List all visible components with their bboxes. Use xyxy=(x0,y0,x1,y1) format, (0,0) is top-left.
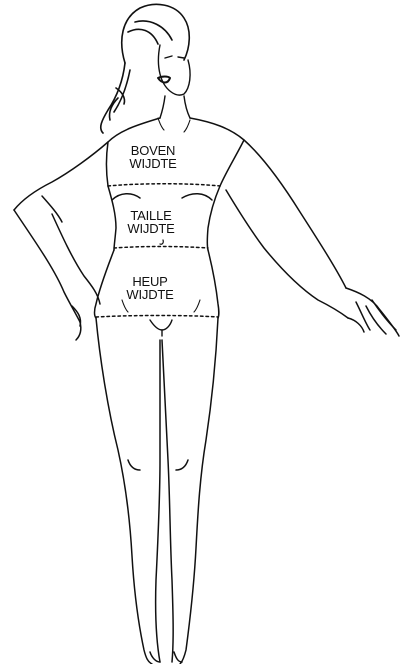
hair-outline xyxy=(101,4,190,133)
hip-label-line2: WIJDTE xyxy=(115,288,185,301)
neck xyxy=(160,96,190,118)
bust-label-line2: WIJDTE xyxy=(118,157,188,170)
hip-label: HEUP WIJDTE xyxy=(115,275,185,301)
waist-label: TAILLE WIJDTE xyxy=(116,209,186,235)
arms xyxy=(14,118,399,340)
hip-measurement-line xyxy=(96,316,218,318)
bust-measurement-line xyxy=(108,184,220,186)
bust-label: BOVEN WIJDTE xyxy=(118,144,188,170)
waist-label-line2: WIJDTE xyxy=(116,222,186,235)
face xyxy=(158,45,190,95)
pelvis xyxy=(150,320,172,336)
legs xyxy=(96,318,218,664)
waist-measurement-line xyxy=(114,247,208,249)
